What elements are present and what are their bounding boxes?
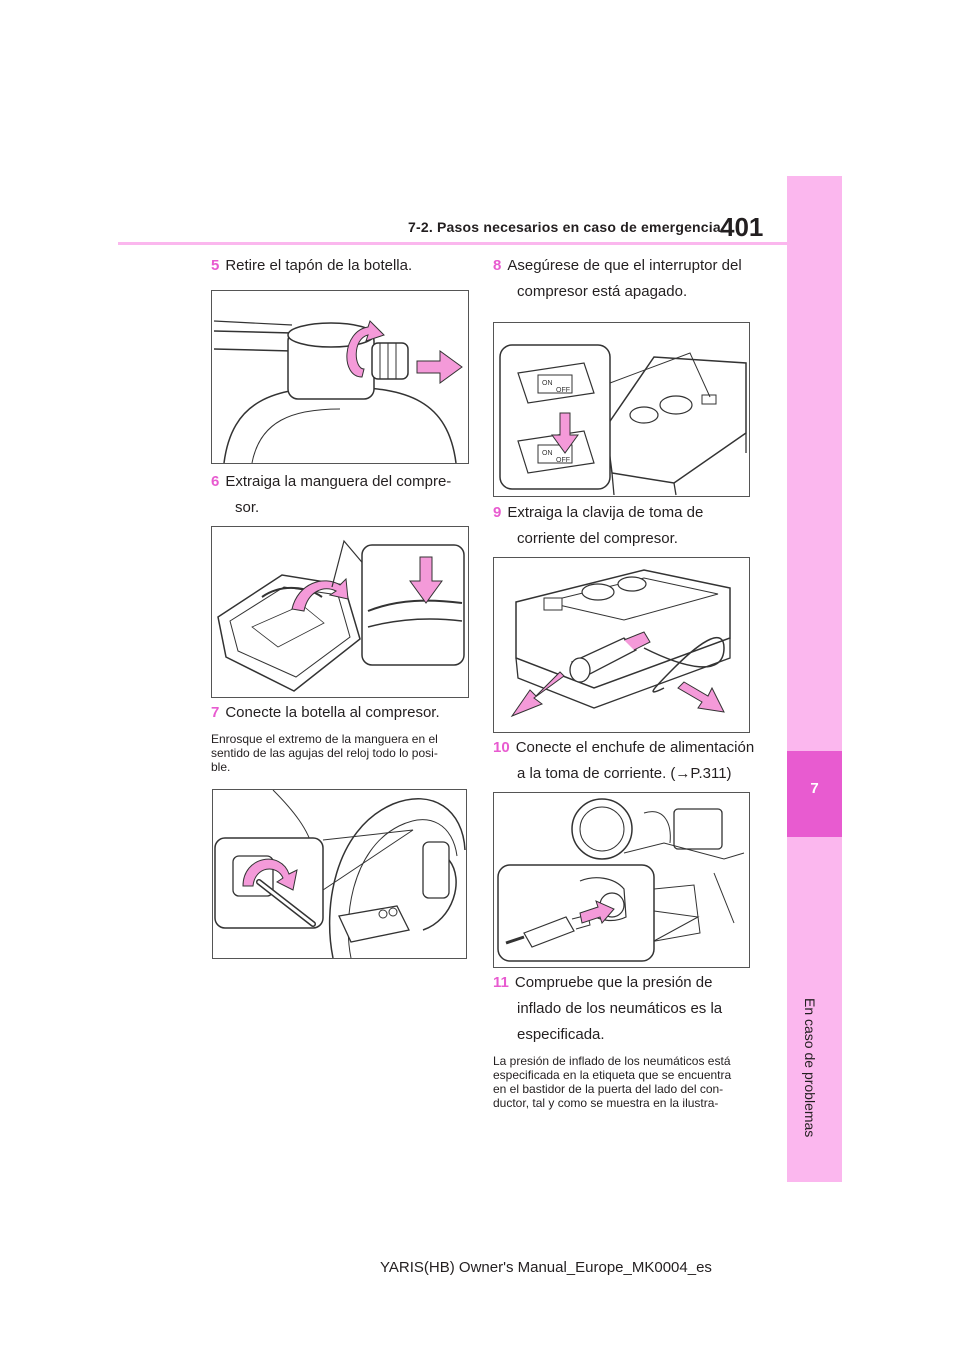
step-number: 7 (211, 704, 220, 721)
chapter-number: 7 (810, 780, 819, 797)
step-text-continued: corriente del compresor. (517, 530, 678, 547)
step-number: 9 (493, 504, 502, 521)
step-9: 9 Extraiga la clavija de toma de corrient… (493, 500, 703, 552)
note-line: ductor, tal y como se muestra en la ilus… (493, 1096, 719, 1110)
step-text: Conecte la botella al compresor. (225, 704, 440, 721)
figure-extract-hose (211, 526, 469, 698)
step-11-note: La presión de inflado de los neumáticos … (493, 1054, 731, 1110)
figure-connect-bottle (212, 789, 467, 959)
step-number: 8 (493, 257, 502, 274)
switch-label-off: OFF (556, 457, 570, 464)
step-text: Conecte el enchufe de alimentación (515, 739, 755, 756)
step-text: Retire el tapón de la botella. (225, 257, 413, 274)
footer-manual-id: YARIS(HB) Owner's Manual_Europe_MK0004_e… (380, 1259, 712, 1276)
step-text: Extraiga la clavija de toma de (507, 504, 704, 521)
note-line: ble. (211, 760, 231, 774)
step-8: 8 Asegúrese de que el interruptor del com… (493, 253, 742, 305)
switch-label-on: ON (542, 450, 553, 457)
step-11: 11 Compruebe que la presión de inflado de… (493, 970, 722, 1048)
step-7-note: Enrosque el extremo de la manguera en el… (211, 732, 438, 774)
step-5: 5 Retire el tapón de la botella. (211, 253, 412, 279)
step-text-continued: compresor está apagado. (517, 283, 688, 300)
section-title: 7-2. Pasos necesarios en caso de emergen… (408, 219, 721, 235)
figure-connect-power-socket (493, 792, 750, 968)
note-line: Enrosque el extremo de la manguera en el (211, 732, 438, 746)
note-line: especificada en la etiqueta que se encue… (493, 1068, 732, 1082)
chapter-tab-band (787, 751, 842, 837)
step-number: 11 (493, 974, 509, 991)
step-text: Extraiga la manguera del compre- (225, 473, 452, 490)
step-7: 7 Conecte la botella al compresor. (211, 700, 440, 726)
chapter-title: En caso de problemas (802, 998, 818, 1138)
note-line: sentido de las agujas del reloj todo lo … (211, 746, 438, 760)
chapter-side-tab: 7 En caso de problemas (787, 176, 842, 1182)
step-text-continued: a la toma de corriente. (→P.311) (517, 765, 732, 782)
note-line: La presión de inflado de los neumáticos … (493, 1054, 731, 1068)
step-text: Asegúrese de que el interruptor del (507, 257, 742, 274)
switch-label-off: OFF (556, 387, 570, 394)
step-10: 10 Conecte el enchufe de alimentación a l… (493, 735, 754, 787)
step-6: 6 Extraiga la manguera del compre- sor. (211, 469, 451, 521)
page-number: 401 (720, 212, 764, 242)
step-text-continued: inflado de los neumáticos es la (517, 1000, 723, 1017)
connect-bottle-illustration (214, 790, 466, 958)
compressor-hose-illustration (217, 539, 465, 692)
header-rule (118, 242, 787, 245)
compressor-switch-illustration: ON OFF ON OFF (499, 344, 747, 496)
power-plug-extract-illustration (510, 569, 731, 718)
step-text-continued: sor. (235, 499, 260, 516)
step-number: 5 (211, 257, 220, 274)
figure-remove-bottle-cap (211, 290, 469, 464)
note-line: en el bastidor de la puerta del lado del… (493, 1082, 724, 1096)
step-number: 10 (493, 739, 510, 756)
step-text-continued: especificada. (517, 1026, 605, 1043)
figure-extract-power-plug (493, 557, 750, 733)
step-number: 6 (211, 473, 220, 490)
bottle-cap-illustration (213, 320, 463, 463)
power-socket-illustration (497, 798, 745, 962)
step-text: Compruebe que la presión de (514, 974, 713, 991)
figure-switch-off: ON OFF ON OFF (493, 322, 750, 497)
switch-label-on: ON (542, 380, 553, 387)
